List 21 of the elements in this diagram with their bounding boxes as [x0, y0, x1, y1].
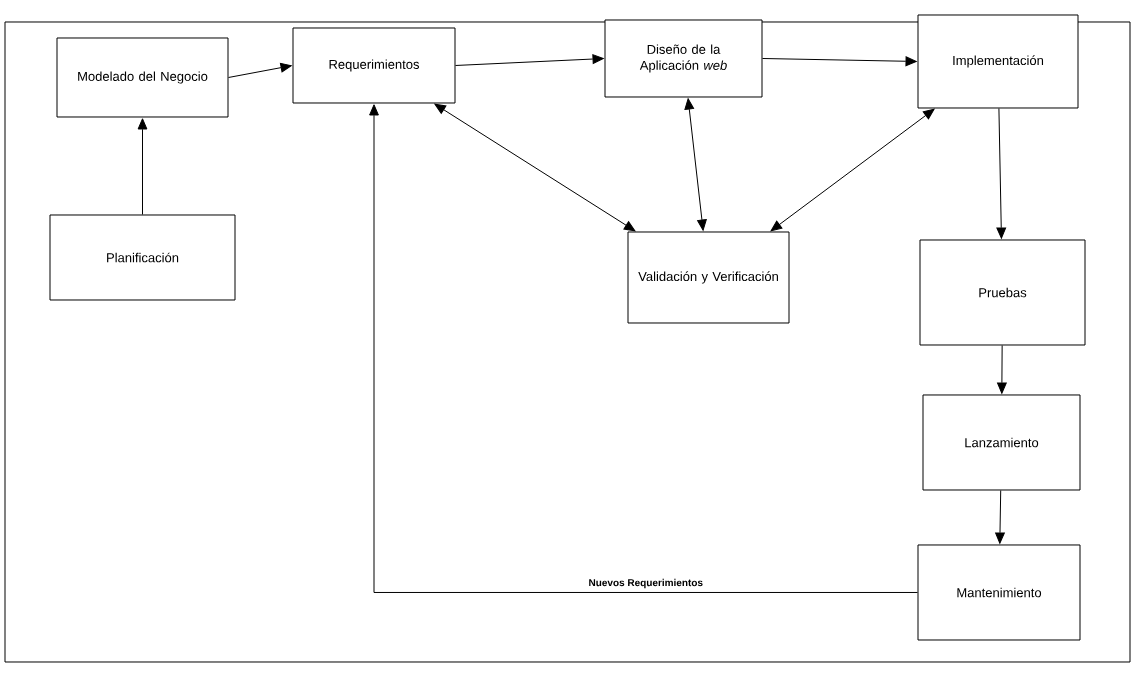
- process-box: Validación y Verificación: [627, 231, 790, 324]
- arrow: [434, 103, 636, 232]
- arrow: [228, 62, 292, 78]
- process-box: Planificación: [49, 214, 236, 301]
- process-box: Implementación: [917, 14, 1079, 109]
- process-box: Diseño de la Aplicación web: [604, 19, 763, 98]
- edge-label: Nuevos Requerimientos: [587, 577, 704, 590]
- arrow: [369, 104, 918, 593]
- arrow: [995, 490, 1005, 544]
- arrow: [137, 118, 148, 215]
- arrow: [996, 108, 1007, 239]
- arrow: [770, 108, 935, 232]
- arrow: [684, 98, 707, 231]
- arrow: [997, 345, 1007, 394]
- process-box: Pruebas: [919, 239, 1086, 346]
- process-box: Modelado del Negocio: [56, 37, 229, 118]
- arrow: [455, 54, 604, 66]
- process-box: Lanzamiento: [922, 394, 1081, 491]
- process-box: Requerimientos: [292, 27, 456, 104]
- arrow: [762, 56, 917, 67]
- process-box: Mantenimiento: [917, 544, 1081, 641]
